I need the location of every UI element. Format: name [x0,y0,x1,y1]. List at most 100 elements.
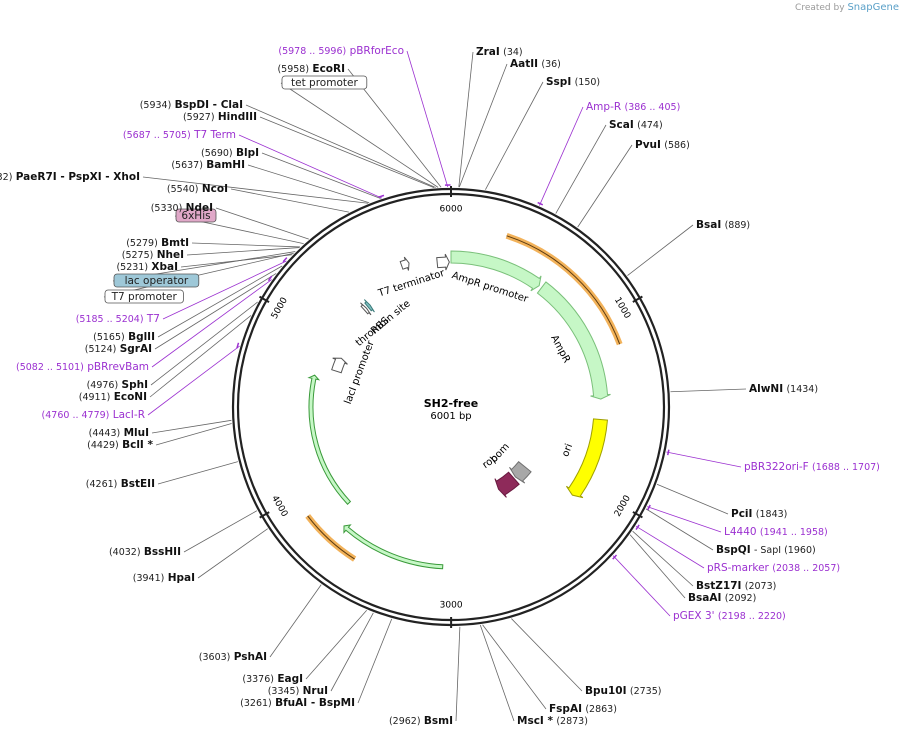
site-label-text: (5927) HindIII [183,111,257,123]
site-label-text: (5690) BlpI [201,147,259,159]
label-bsshii: (4032) BssHII [109,546,181,558]
feature-box [281,75,368,90]
site-label-text: (5124) SgrAI [85,343,152,355]
feature-arrow [536,281,611,400]
label-bfuai: (3261) BfuAI - BspMI [240,697,355,709]
feature-box-label: lac operator [125,275,189,287]
site-label-text: BsaAI (2092) [688,592,756,604]
feature-laci-2 [307,374,352,505]
label-t7-promoter: T7 promoter [104,289,184,304]
label-zrai: ZraI (34) [476,46,523,58]
leader-line [656,483,729,515]
feature-label: T7 terminator [376,268,447,300]
feature-arrow [343,524,444,570]
leader-line [670,388,747,393]
leader-line [269,584,322,658]
leader-line [155,423,232,446]
feature-label: ori [560,442,575,458]
primer-mark [267,275,273,282]
label-msci: MscI * (2873) [517,715,588,727]
label-bpu10i: Bpu10I (2735) [585,685,661,697]
site-label-text: (4760 .. 4779) LacI-R [42,409,145,421]
label-bspdi: (5934) BspDI - ClaI [140,99,243,111]
label-bsai: BsaI (889) [696,219,750,231]
label-tet-promoter: tet promoter [281,75,368,90]
leader-line [142,176,369,204]
leader-line [555,124,607,214]
label-l4440: L4440 (1941 .. 1958) [724,526,828,538]
feature-laci-promoter: lacI promoter [331,339,377,406]
feature-arrow [450,250,542,292]
site-label-text: PciI (1843) [731,508,787,520]
site-label-text: (5275) NheI [122,249,184,261]
site-label-text: (4976) SphI [87,379,148,391]
leader-line [238,134,383,199]
label-fspai: FspAI (2863) [549,703,617,715]
site-label-text: pGEX 3' (2198 .. 2220) [673,610,786,622]
feature-label: AmpR [548,333,572,365]
leader-line [330,612,374,692]
site-label-text: (5978 .. 5996) pBRforEco [278,45,404,57]
label-blpi: (5690) BlpI [201,147,259,159]
label-pgex-3: pGEX 3' (2198 .. 2220) [673,610,786,622]
site-label-text: (3603) PshAI [199,651,267,663]
label-mlui: (4443) MluI [89,427,149,439]
label-pbr322ori-f: pBR322ori-F (1688 .. 1707) [744,461,880,473]
label-eagi: (3376) EagI [242,673,303,685]
label-sphi: (4976) SphI [87,379,148,391]
tick-mark [259,511,270,519]
site-label-text: ScaI (474) [609,119,663,131]
label-leader-lines [103,50,747,722]
label-bmti: (5279) BmtI [126,237,189,249]
site-label-text: (2962) BsmI [389,715,453,727]
orange-highlight-arc [505,232,623,346]
leader-line [215,207,309,240]
label-ndei: (5330) NdeI [151,202,213,214]
leader-line [632,530,694,587]
plasmid-name: SH2-free [424,397,478,410]
leader-line [197,528,268,579]
leader-line [230,188,349,213]
label-pbrforeco: (5978 .. 5996) pBRforEco [278,45,404,57]
site-label-text: PvuI (586) [635,139,690,151]
primer-mark [537,201,544,206]
label-aatii: AatII (36) [510,58,561,70]
leader-line [627,224,694,276]
feature-laci-1 [343,524,444,570]
label-pvui: PvuI (586) [635,139,690,151]
leader-line [154,273,277,350]
site-label-text: (3376) EagI [242,673,303,685]
tick-label: 2000 [613,494,633,519]
feature-arrow [360,302,372,316]
label-bsmi: (2962) BsmI [389,715,453,727]
tick-label: 5000 [270,296,290,321]
feature-ampr: AmpR [536,281,611,400]
label-laci-r: (4760 .. 4779) LacI-R [42,409,145,421]
leader-line [458,63,508,188]
leader-line [539,106,584,206]
label-scai: ScaI (474) [609,119,663,131]
leader-line [511,618,583,692]
label-t7: (5185 .. 5204) T7 [76,313,160,325]
leader-line [485,81,544,190]
orange-arc-core [307,515,355,560]
label-ecori: (5958) EcoRI [277,63,345,75]
site-label-text: Amp-R (386 .. 405) [586,101,680,113]
site-label-text: (5934) BspDI - ClaI [140,99,243,111]
label-t7-term: (5687 .. 5705) T7 Term [123,129,236,141]
label-sgrai: (5124) SgrAI [85,343,152,355]
feature-t7-terminator: T7 terminator [376,256,447,300]
leader-line [357,618,393,704]
leader-line [479,624,515,722]
feature-ampr-left [436,253,450,271]
label-pshai: (3603) PshAI [199,651,267,663]
leader-line [635,525,705,569]
site-label-text: (5632) PaeR7I - PspXI - XhoI [0,171,140,183]
leader-line [612,555,671,617]
site-label-text: FspAI (2863) [549,703,617,715]
site-label-text: (3261) BfuAI - BspMI [240,697,355,709]
leader-line [157,265,283,338]
label-bstz17i: BstZ17I (2073) [696,580,776,592]
label-hindiii: (5927) HindIII [183,111,257,123]
